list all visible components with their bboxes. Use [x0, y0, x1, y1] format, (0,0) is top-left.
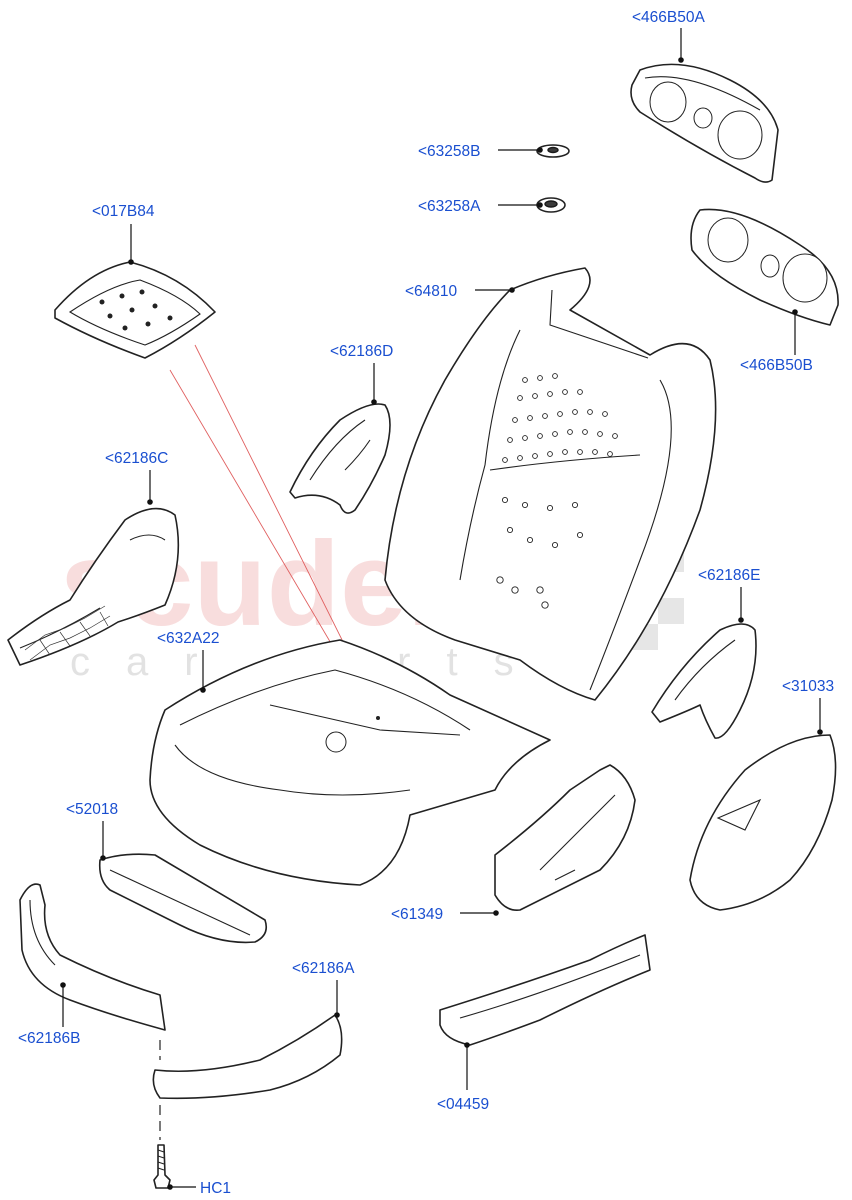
- part-466B50B[interactable]: [690, 208, 839, 326]
- callout-62186C[interactable]: <62186C: [105, 450, 168, 467]
- part-466B50A[interactable]: [630, 63, 779, 183]
- callout-04459[interactable]: <04459: [437, 1096, 489, 1113]
- callout-62186A[interactable]: <62186A: [292, 960, 355, 977]
- part-61349[interactable]: [494, 764, 636, 912]
- part-63258B[interactable]: [536, 144, 570, 158]
- callout-64810[interactable]: <64810: [405, 283, 458, 300]
- callout-HC1[interactable]: HC1: [200, 1180, 231, 1197]
- callout-632A22[interactable]: <632A22: [157, 630, 220, 647]
- part-64810[interactable]: [384, 267, 717, 701]
- perforation-pattern: [496, 373, 618, 609]
- callout-31033[interactable]: <31033: [782, 678, 834, 695]
- part-017B84[interactable]: [54, 261, 216, 359]
- part-62186C[interactable]: [7, 507, 180, 666]
- callout-466B50A[interactable]: <466B50A: [632, 9, 705, 26]
- part-04459[interactable]: [439, 934, 651, 1046]
- part-62186E[interactable]: [651, 623, 757, 739]
- part-632A22[interactable]: [149, 639, 551, 886]
- callout-61349[interactable]: <61349: [391, 906, 443, 923]
- leader-lines: [60, 28, 823, 1190]
- part-62186D[interactable]: [289, 403, 391, 514]
- callout-63258B[interactable]: <63258B: [418, 143, 481, 160]
- callout-62186B[interactable]: <62186B: [18, 1030, 81, 1047]
- callout-466B50B[interactable]: <466B50B: [740, 357, 813, 374]
- callout-52018[interactable]: <52018: [66, 801, 118, 818]
- callout-017B84[interactable]: <017B84: [92, 203, 155, 220]
- callout-63258A[interactable]: <63258A: [418, 198, 481, 215]
- mesh-pattern: [24, 605, 111, 661]
- part-31033[interactable]: [689, 734, 837, 911]
- part-62186A[interactable]: [152, 1014, 343, 1100]
- callout-labels: <466B50A <63258B <63258A <017B84 <64810 …: [18, 9, 834, 1197]
- part-62186B[interactable]: [19, 883, 166, 1031]
- part-HC1[interactable]: [153, 1144, 171, 1189]
- callout-62186E[interactable]: <62186E: [698, 567, 761, 584]
- callout-62186D[interactable]: <62186D: [330, 343, 393, 360]
- part-52018[interactable]: [98, 853, 268, 944]
